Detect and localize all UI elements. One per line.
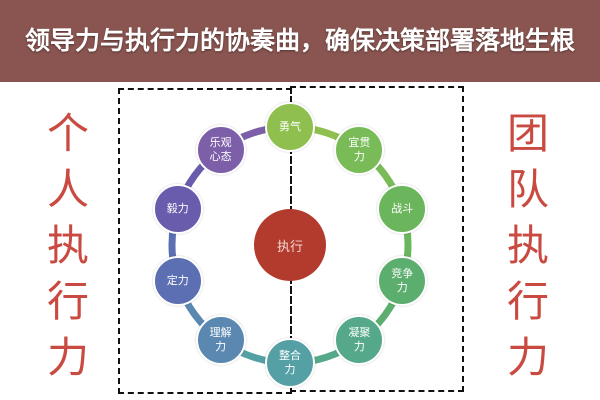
label-char: 团	[506, 109, 549, 158]
label-char: 行	[46, 277, 89, 326]
node-circle: 整合力	[265, 338, 315, 388]
label-char: 执	[46, 221, 89, 270]
node-label: 凝聚力	[348, 326, 371, 354]
label-char: 队	[506, 165, 549, 214]
banner-title: 领导力与执行力的协奏曲，确保决策部署落地生根	[24, 26, 575, 55]
label-char: 执	[506, 221, 549, 270]
node-label: 宜贯力	[348, 135, 371, 163]
node-label: 乐观心态	[209, 135, 232, 163]
label-char: 行	[506, 277, 549, 326]
node-circle: 理解力	[195, 315, 246, 366]
node-label: 战斗	[391, 201, 414, 215]
center-label: 执行	[276, 239, 303, 255]
label-char: 人	[46, 165, 89, 214]
node-circle: 毅力	[152, 183, 203, 234]
node-circle: 勇气	[265, 102, 315, 152]
node-circle: 凝聚力	[334, 315, 385, 366]
node-label: 毅力	[166, 201, 189, 215]
label-char: 个	[46, 109, 89, 158]
node-label: 勇气	[279, 120, 301, 133]
team-execution-label: 团 队 执 行 力	[498, 106, 558, 386]
node-label: 整合力	[279, 349, 301, 376]
title-banner: 领导力与执行力的协奏曲，确保决策部署落地生根	[0, 0, 600, 82]
center-circle: 执行	[254, 209, 326, 281]
label-char: 力	[46, 333, 89, 382]
label-char: 力	[506, 333, 549, 382]
node-circle: 竞争力	[377, 256, 428, 307]
node-circle: 定力	[152, 256, 203, 307]
personal-execution-label: 个 人 执 行 力	[38, 106, 98, 386]
node-label: 理解力	[209, 326, 232, 354]
node-label: 竞争力	[391, 267, 414, 295]
node-circle: 宜贯力	[334, 124, 385, 175]
node-circle: 战斗	[377, 183, 428, 234]
node-label: 定力	[166, 274, 189, 288]
node-circle: 乐观心态	[195, 124, 246, 175]
